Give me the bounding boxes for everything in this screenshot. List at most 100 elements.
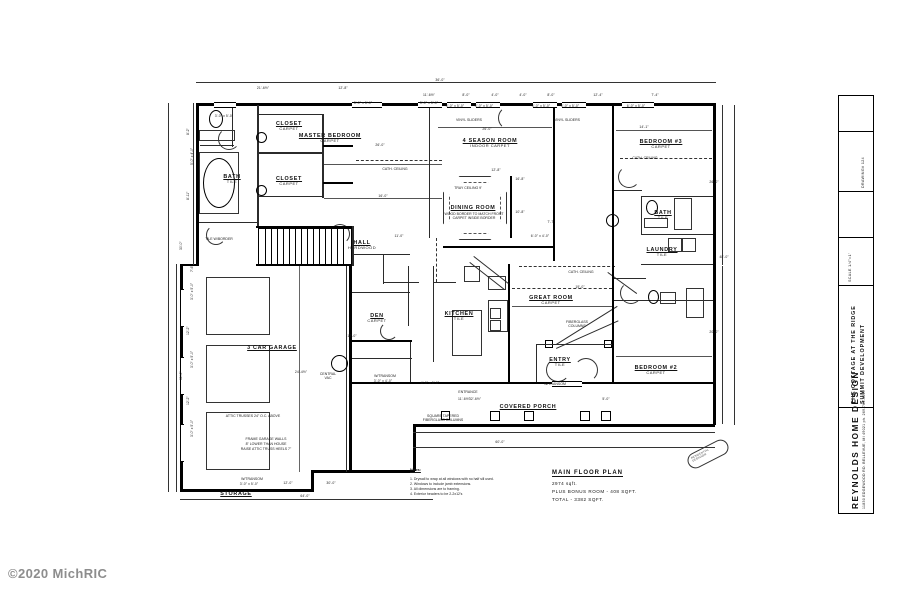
room-label: 3 CAR GARAGE <box>232 345 312 351</box>
tb-cell-blank-top <box>839 96 873 132</box>
dimension: 30'-0" <box>326 481 336 485</box>
window-slider-b <box>418 102 442 108</box>
window-tag: 6'-0" x 4'-0" <box>530 234 550 238</box>
closet-door-knob-a <box>256 132 267 143</box>
room-name: DINING ROOM <box>450 205 496 211</box>
annotation-text: FIBERGLASS <box>566 320 588 324</box>
window-tag: 3'-0" x 4'-0" <box>373 379 393 383</box>
porch-column-1 <box>441 411 450 420</box>
exterior-wall-garage-step-h <box>311 470 415 473</box>
dryer <box>682 238 696 252</box>
garage-stall-1 <box>206 277 270 335</box>
hall-floor-line <box>352 254 410 256</box>
annotation-text: W/TRANSOM <box>374 374 396 378</box>
floor-plan-area-total: TOTAL - 3382 SQFT. <box>552 497 604 502</box>
annotation-text: ENTRANCE <box>458 390 478 394</box>
designer-stamp: RESIDENTIAL DESIGNER <box>684 436 732 472</box>
wall-4season-west <box>429 105 431 177</box>
wall-mud-right <box>410 342 412 382</box>
room-finish: INDOOR CARPET <box>470 143 510 149</box>
dimension-top: 4'-0" <box>519 93 527 97</box>
garage-centerline <box>299 266 300 472</box>
porch-column-2 <box>490 411 500 421</box>
room-name: BEDROOM #3 <box>639 139 683 145</box>
kitchen-upper-cab <box>464 266 480 282</box>
hall-wall-south <box>383 282 419 284</box>
room-name: DEN <box>370 313 384 319</box>
dimension: 26'-0" <box>482 127 492 131</box>
dining-tray-inner <box>449 182 501 234</box>
wall-dining-east <box>510 176 513 238</box>
dimension: 24'-4½" <box>294 370 308 374</box>
wall-mud-bench <box>352 358 412 360</box>
wall-hall-right-west <box>612 227 615 383</box>
porch-column-5 <box>601 411 611 421</box>
wall-den-bottom <box>352 340 412 343</box>
hall-light-icon <box>606 214 619 227</box>
tb-cell-scale: SCALE 1/4"=1' <box>839 238 873 286</box>
room-finish: CARPET <box>279 181 299 187</box>
dimension: 11'-6½" <box>458 397 470 401</box>
dim-line-bottom-b <box>180 499 433 500</box>
annotation-text: CARPET INSIDE BORDER <box>452 216 496 220</box>
wall-entry-top <box>536 344 614 346</box>
room-name: 3 CAR GARAGE <box>247 345 297 351</box>
window-tag: 3'-0" x 5'-0" <box>419 101 439 105</box>
wall-4season-lowline <box>438 127 552 128</box>
annotation-text: CENTRAL <box>319 372 337 376</box>
wall-bath-lower <box>199 222 257 224</box>
bed2-line-a <box>616 356 712 357</box>
dimension: 48'-0" <box>719 255 729 259</box>
entry-door-swing-2 <box>574 358 598 382</box>
bed3-door-swing <box>618 166 640 188</box>
window-slider-c <box>447 102 471 108</box>
window-tag: 4'-0" x 5'-0" <box>531 104 551 108</box>
exterior-wall-bottom-left <box>180 489 313 492</box>
room-name: LAUNDRY <box>646 247 678 253</box>
annotation-text: WOOD BORDER TO MATCH FRONT <box>444 212 504 216</box>
wall-master-partition-b <box>323 182 353 185</box>
dimension-top: 12'-8" <box>338 86 348 90</box>
central-vac-icon <box>331 355 348 372</box>
house-wall-bottom-right <box>612 382 715 385</box>
title-block: DRAWING# 124 SCALE 1/4"=1' THE COTTAGE A… <box>838 95 874 514</box>
toilet-fixture <box>209 110 223 128</box>
dining-tray-octagon <box>443 176 507 240</box>
bathtub-fixture <box>203 158 235 208</box>
wall-laundry-top <box>641 234 713 236</box>
wall-bath-tub-enclosure <box>200 145 234 147</box>
dimension: 16'-0" <box>378 194 388 198</box>
exterior-wall-left-upper <box>196 103 199 266</box>
room-name: BEDROOM #2 <box>634 365 678 371</box>
kitchen-island <box>488 300 508 332</box>
notes-heading: Notes: <box>410 468 421 472</box>
porch-column-3 <box>524 411 534 421</box>
tb-scale-label: SCALE 1/4"=1' <box>848 252 852 282</box>
room-finish: HARDWOOD <box>347 245 377 251</box>
entry-front-door <box>552 381 582 387</box>
master-cath-ceiling-line <box>356 160 442 161</box>
closet-door-knob-b <box>256 185 267 196</box>
hall-wall-east <box>352 226 354 266</box>
window-tag: 4'-0" x 5'-0" <box>560 104 580 108</box>
dimension-left: 3'-0" x 5'-0" <box>190 350 194 368</box>
bath2b-fixture <box>660 292 676 304</box>
wall-bath2-west <box>641 196 643 234</box>
garage-interior-wall <box>349 266 352 472</box>
wall-4season-east <box>553 105 556 261</box>
dim-line-bottom-c <box>413 447 715 448</box>
exterior-wall-right <box>713 103 716 425</box>
window-tag: 4'-0" x 5'-0" <box>474 104 494 108</box>
tb-cell-blank-mid <box>839 192 873 238</box>
exterior-wall-porch-step-v <box>413 425 416 471</box>
dimension: 10'-8" <box>515 210 525 214</box>
wall-closet-bottom <box>257 196 323 198</box>
dimension-left: 5'-0" x 4'-0" <box>190 147 194 165</box>
